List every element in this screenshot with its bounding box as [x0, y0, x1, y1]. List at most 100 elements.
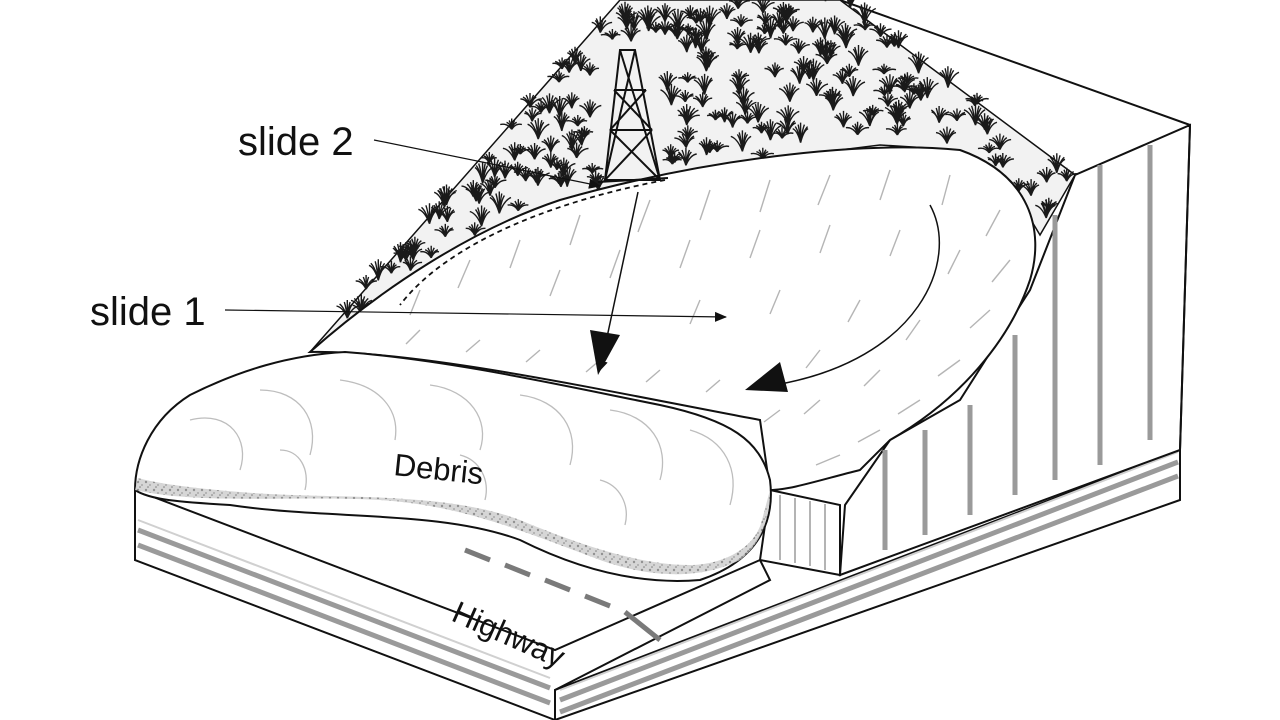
- vegetation-tuft-icon: [495, 160, 517, 179]
- vegetation-tuft-icon: [815, 38, 835, 59]
- vegetation-tuft-icon: [776, 117, 796, 135]
- vegetation-tuft-icon: [724, 111, 741, 128]
- vegetation-tuft-icon: [885, 123, 907, 136]
- vegetation-tuft-icon: [434, 223, 454, 238]
- vegetation-tuft-icon: [520, 93, 542, 108]
- vegetation-tuft-icon: [977, 142, 1000, 154]
- vegetation-tuft-icon: [945, 108, 967, 122]
- vegetation-tuft-icon: [530, 100, 551, 113]
- vegetation-tuft-icon: [350, 294, 373, 313]
- transmission-tower-icon: [597, 49, 669, 183]
- vegetation-tuft-icon: [639, 10, 661, 32]
- vegetation-tuft-icon: [884, 101, 907, 123]
- vegetation-tuft-icon: [701, 140, 719, 154]
- vegetation-tuft-icon: [562, 92, 580, 109]
- vegetation-tuft-icon: [620, 24, 641, 42]
- vegetation-tuft-icon: [976, 113, 994, 130]
- right-block-face: [554, 448, 1181, 720]
- vegetation-tuft-icon: [908, 84, 930, 96]
- vegetation-tuft-icon: [939, 66, 960, 88]
- vegetation-tuft-icon: [677, 125, 698, 141]
- vegetation-tuft-icon: [1057, 167, 1077, 182]
- vegetation-tuft-icon: [507, 199, 529, 212]
- vegetation-tuft-icon: [572, 126, 594, 138]
- slide-2-label: slide 2: [238, 120, 354, 164]
- vegetation-tuft-icon: [752, 121, 770, 134]
- vegetation-tuft-icon: [737, 111, 758, 124]
- vegetation-tuft-icon: [513, 166, 537, 182]
- vegetation-tuft-icon: [852, 2, 877, 25]
- vegetation-tuft-icon: [658, 71, 678, 91]
- vegetation-tuft-icon: [591, 16, 613, 33]
- vegetation-tuft-icon: [662, 144, 680, 159]
- vegetation-tuft-icon: [730, 130, 752, 152]
- vegetation-tuft-icon: [815, 48, 838, 65]
- vegetation-tuft-icon: [989, 133, 1012, 150]
- debris-lobe: [133, 350, 772, 582]
- vegetation-tuft-icon: [437, 184, 457, 206]
- vegetation-tuft-icon: [843, 76, 866, 97]
- vegetation-tuft-icon: [686, 27, 706, 40]
- slide-2-leader-line: [373, 139, 601, 189]
- vegetation-tuft-icon: [751, 0, 775, 14]
- vegetation-tuft-icon: [773, 127, 794, 139]
- vegetation-tuft-icon: [728, 0, 750, 10]
- vegetated-hillside: [309, 0, 1077, 353]
- vegetation-tuft-icon: [804, 16, 825, 33]
- vegetation-tuft-icon: [1041, 197, 1059, 212]
- vegetation-tuft-icon: [727, 27, 746, 45]
- vegetation-tuft-icon: [790, 38, 810, 54]
- vegetation-tuft-icon: [572, 52, 591, 72]
- vegetation-tuft-icon: [510, 144, 533, 155]
- highway-centerline: [464, 547, 662, 642]
- vegetation-tuft-icon: [399, 240, 420, 254]
- vegetation-tuft-icon: [677, 148, 697, 166]
- vegetation-tuft-icon: [735, 96, 757, 115]
- vegetation-tuft-icon: [673, 90, 694, 103]
- vegetation-tuft-icon: [553, 110, 570, 132]
- vegetation-tuft-icon: [776, 105, 800, 126]
- vegetation-tuft-icon: [963, 103, 986, 126]
- vegetation-tuft-icon: [899, 91, 919, 109]
- vegetation-tuft-icon: [469, 205, 491, 227]
- vegetation-tuft-icon: [527, 118, 550, 140]
- vegetation-tuft-icon: [579, 99, 602, 118]
- vegetation-tuft-icon: [834, 110, 852, 128]
- vegetation-tuft-icon: [806, 78, 829, 97]
- vegetation-tuft-icon: [987, 153, 1005, 167]
- vegetation-tuft-icon: [897, 72, 919, 84]
- vegetation-tuft-icon: [756, 22, 777, 35]
- vegetation-tuft-icon: [527, 168, 547, 183]
- vegetation-tuft-icon: [500, 118, 523, 130]
- vegetation-tuft-icon: [355, 275, 377, 290]
- vegetation-tuft-icon: [716, 107, 733, 123]
- vegetation-tuft-icon: [718, 3, 736, 20]
- vegetation-tuft-icon: [678, 109, 700, 123]
- vegetation-tuft-icon: [524, 107, 542, 122]
- vegetation-tuft-icon: [567, 142, 589, 159]
- vegetation-tuft-icon: [678, 72, 697, 83]
- slide-1-leader-line: [224, 309, 727, 322]
- vegetation-tuft-icon: [793, 56, 813, 73]
- slide-2-crack-line: [399, 179, 666, 306]
- vegetation-tuft-icon: [853, 19, 874, 31]
- vegetation-tuft-icon: [523, 142, 546, 160]
- vegetation-tuft-icon: [665, 8, 689, 31]
- vegetation-tuft-icon: [747, 102, 770, 123]
- vegetation-tuft-icon: [845, 121, 870, 136]
- vegetation-tuft-icon: [565, 115, 588, 127]
- vegetation-tuft-icon: [624, 11, 646, 31]
- vegetation-tuft-icon: [770, 10, 790, 28]
- vegetation-tuft-icon: [858, 106, 880, 127]
- vegetation-tuft-icon: [824, 91, 844, 111]
- vegetation-tuft-icon: [655, 19, 676, 35]
- vegetation-tuft-icon: [878, 74, 899, 95]
- vegetation-tuft-icon: [680, 5, 699, 20]
- slide-1-arrow-head: [745, 362, 788, 392]
- vegetation-tuft-icon: [541, 135, 560, 153]
- vegetation-tuft-icon: [1047, 153, 1066, 174]
- vegetation-tuft-icon: [436, 205, 456, 223]
- vegetation-tuft-icon: [792, 122, 809, 143]
- vegetation-tuft-icon: [474, 161, 494, 184]
